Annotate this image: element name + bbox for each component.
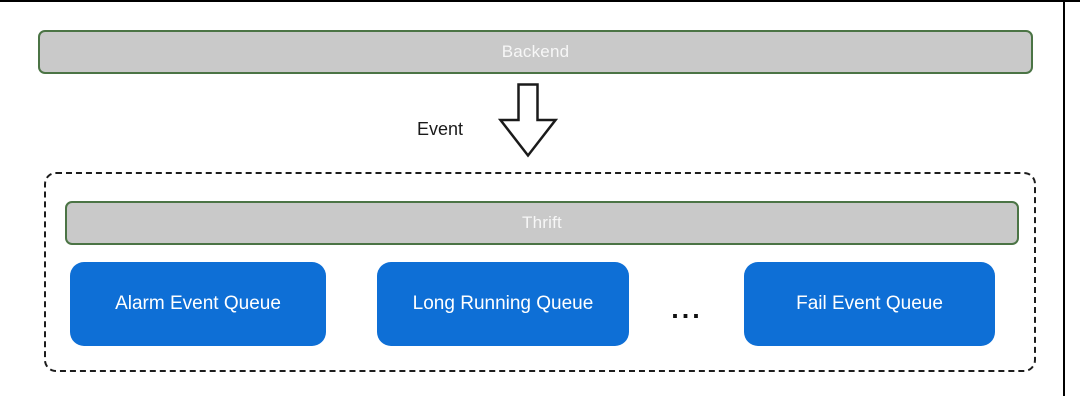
queue-node-label: Alarm Event Queue [115,293,281,314]
backend-node-label: Backend [501,42,570,61]
more-queues-ellipsis: ... [671,293,703,324]
event-arrow-label: Event [416,119,464,139]
queue-node-label: Long Running Queue [412,293,594,314]
window-edge-right [1063,0,1065,396]
window-edge-top [0,0,1080,2]
thrift-container: Thrift Alarm Event Queue Long Running Qu… [44,172,1036,372]
queue-node-alarm-event: Alarm Event Queue [70,262,326,346]
down-arrow-icon [498,83,558,158]
thrift-node: Thrift [65,201,1019,245]
queue-node-fail-event: Fail Event Queue [744,262,995,346]
queue-node-label: Fail Event Queue [796,293,943,314]
queue-node-long-running: Long Running Queue [377,262,629,346]
thrift-node-label: Thrift [522,213,562,232]
backend-node: Backend [38,30,1033,74]
